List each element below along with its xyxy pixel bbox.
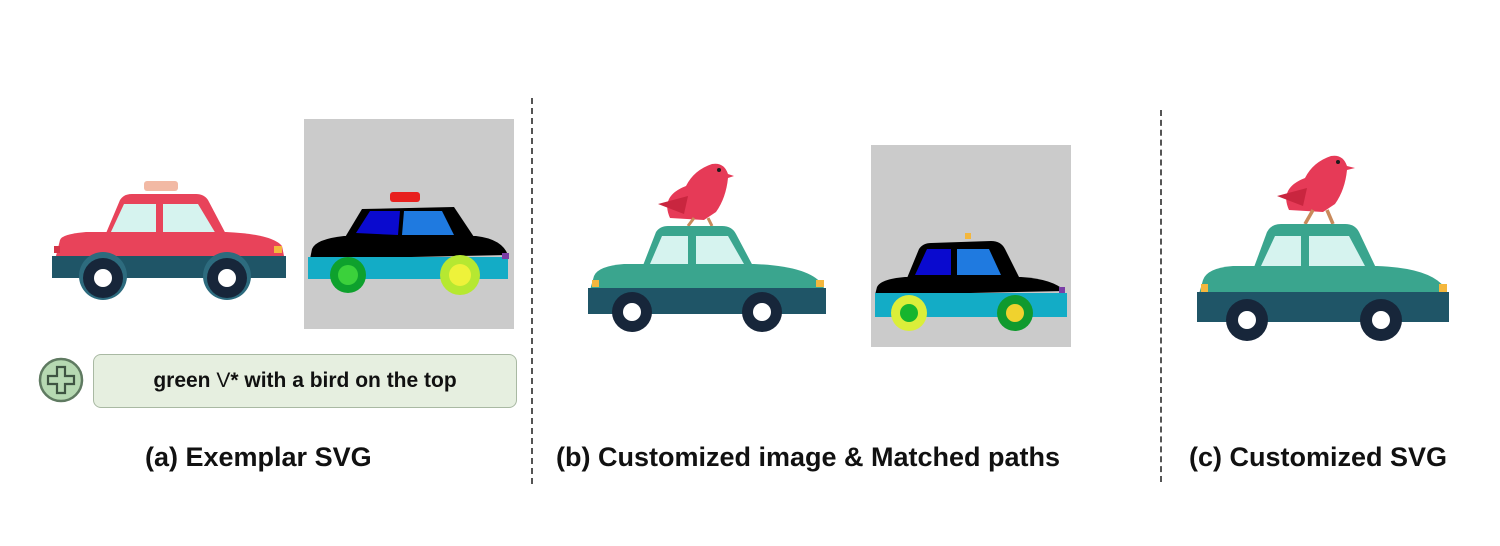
divider-bc — [1160, 110, 1162, 482]
exemplar-car-svg — [52, 181, 286, 300]
text-prompt: green V* with a bird on the top — [153, 369, 457, 392]
caption-a: (a) Exemplar SVG — [145, 442, 372, 472]
caption-b: (b) Customized image & Matched paths — [556, 442, 1061, 472]
exemplar-paths-svg — [308, 192, 509, 295]
customized-image — [588, 163, 826, 332]
divider-ab — [531, 98, 533, 484]
customized-svg — [1197, 155, 1449, 341]
caption-c: (c) Customized SVG — [1189, 442, 1448, 472]
matched-paths-svg — [875, 233, 1067, 331]
text-prompt-box: green V* with a bird on the top — [93, 354, 517, 408]
plus-circle-icon — [38, 357, 84, 403]
